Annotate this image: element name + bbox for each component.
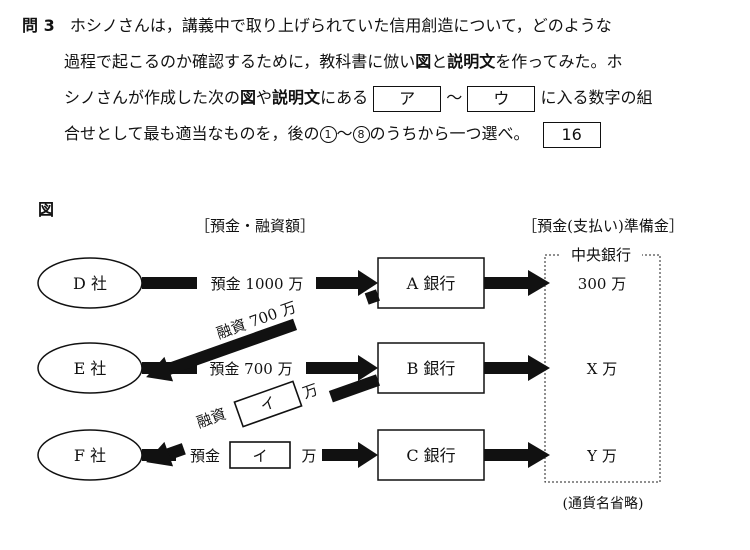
bank-c-label: C 銀行 <box>406 446 455 465</box>
tilde: ～ <box>446 88 463 107</box>
choice-first-circle: 1 <box>319 126 337 143</box>
deposit-f-blank: イ <box>252 447 267 465</box>
deposit-f-suffix: 万 <box>301 447 316 465</box>
deposit-d-arrow-tail <box>142 277 197 289</box>
reserve-c-value: Y 万 <box>586 447 617 465</box>
loan-a-arrow-shaft <box>164 318 298 376</box>
loan-b-blank-box <box>233 380 303 428</box>
question-line-1: 問 3 ホシノさんは，講義中で取り上げられていた信用創造について，どのような <box>22 8 737 44</box>
company-d-label: D 社 <box>73 274 107 293</box>
answer-number-box: 16 <box>542 121 601 148</box>
bank-a <box>377 257 485 309</box>
blank-u-box: ウ <box>467 85 536 112</box>
reserve-b-arrow-shaft <box>484 362 530 374</box>
central-bank-label: 中央銀行 <box>571 246 631 264</box>
loan-b-arrow <box>146 374 381 467</box>
bank-a-label: A 銀行 <box>406 274 456 293</box>
deposit-d-arrow-shaft <box>316 277 360 289</box>
company-e-label: E 社 <box>74 359 107 378</box>
bank-b-label: B 銀行 <box>407 359 456 378</box>
reserve-b-value: X 万 <box>587 360 617 378</box>
reserve-c-arrow-shaft <box>484 449 530 461</box>
header-deposit-loan: ［預金・融資額］ <box>195 217 315 235</box>
deposit-e-label: 預金 700 万 <box>209 360 292 378</box>
deposit-e-arrow-head <box>358 355 378 381</box>
loan-a-arrow-head <box>146 356 174 382</box>
bank-c <box>377 429 485 481</box>
deposit-f-prefix: 預金 <box>190 447 220 465</box>
currency-note: (通貨名省略) <box>563 495 644 512</box>
question-line-3: シノさんが作成した次の図や説明文にある ア ～ ウ に入る数字の組 <box>22 80 737 116</box>
loan-b-arrow-start <box>328 374 381 403</box>
explanation-ref-2: 説明文 <box>272 88 321 107</box>
deposit-d-arrow-head <box>358 270 378 296</box>
deposit-f-arrow-head <box>358 442 378 468</box>
figure-ref-2: 図 <box>240 88 257 107</box>
reserve-a-arrow-shaft <box>484 277 530 289</box>
line2-e: を作ってみた。ホ <box>495 52 623 71</box>
loan-b-suffix: 万 <box>300 380 320 402</box>
deposit-d-label: 預金 1000 万 <box>211 275 304 293</box>
loan-b-blank: イ <box>233 380 303 428</box>
central-bank-label-bg <box>560 245 642 263</box>
blank-a-box: ア <box>373 85 442 112</box>
reserve-b-arrow-head <box>528 355 550 381</box>
line2-a: 過程で起こるのか確認するために，教科書に倣い <box>64 52 416 71</box>
loan-a-arrow <box>146 289 381 382</box>
company-f-label: F 社 <box>74 446 106 465</box>
reserve-c-arrow-head <box>528 442 550 468</box>
line3-e: にある <box>320 88 369 107</box>
deposit-f-arrow-shaft <box>322 449 360 461</box>
loan-b-arrow-head <box>146 441 174 467</box>
question-number: 問 3 <box>22 16 55 35</box>
line2-c: と <box>431 52 448 71</box>
question-line-2: 過程で起こるのか確認するために，教科書に倣い図と説明文を作ってみた。ホ <box>22 44 737 80</box>
loan-b-arrow-shaft <box>164 443 186 461</box>
deposit-f-blank-box <box>229 441 291 469</box>
loan-a-arrow-start <box>364 289 381 305</box>
choice-last-circle: 8 <box>352 126 370 143</box>
figure-label: 図 <box>38 200 55 219</box>
deposit-e-arrow-shaft <box>306 362 360 374</box>
explanation-ref: 説明文 <box>447 52 496 71</box>
line3-c: や <box>256 88 273 107</box>
bank-b <box>377 342 485 394</box>
loan-b-prefix: 融資 <box>194 405 228 432</box>
reserve-a-arrow-head <box>528 270 550 296</box>
line4-b: のうちから一つ選べ。 <box>369 124 530 143</box>
line3-f: に入る数字の組 <box>540 88 653 107</box>
figure-ref: 図 <box>415 52 432 71</box>
line3-a: シノさんが作成した次の <box>64 88 241 107</box>
header-reserve: ［預金(支払い)準備金］ <box>522 217 684 235</box>
question-line1-text: ホシノさんは，講義中で取り上げられていた信用創造について，どのような <box>69 16 612 35</box>
line4-a: 合せとして最も適当なものを，後の <box>64 124 320 143</box>
tilde-2: ～ <box>336 124 353 143</box>
reserve-a-value: 300 万 <box>578 275 626 293</box>
loan-b-blank-text: イ <box>258 393 278 415</box>
question-text: 問 3 ホシノさんは，講義中で取り上げられていた信用創造について，どのような 過… <box>22 8 737 152</box>
